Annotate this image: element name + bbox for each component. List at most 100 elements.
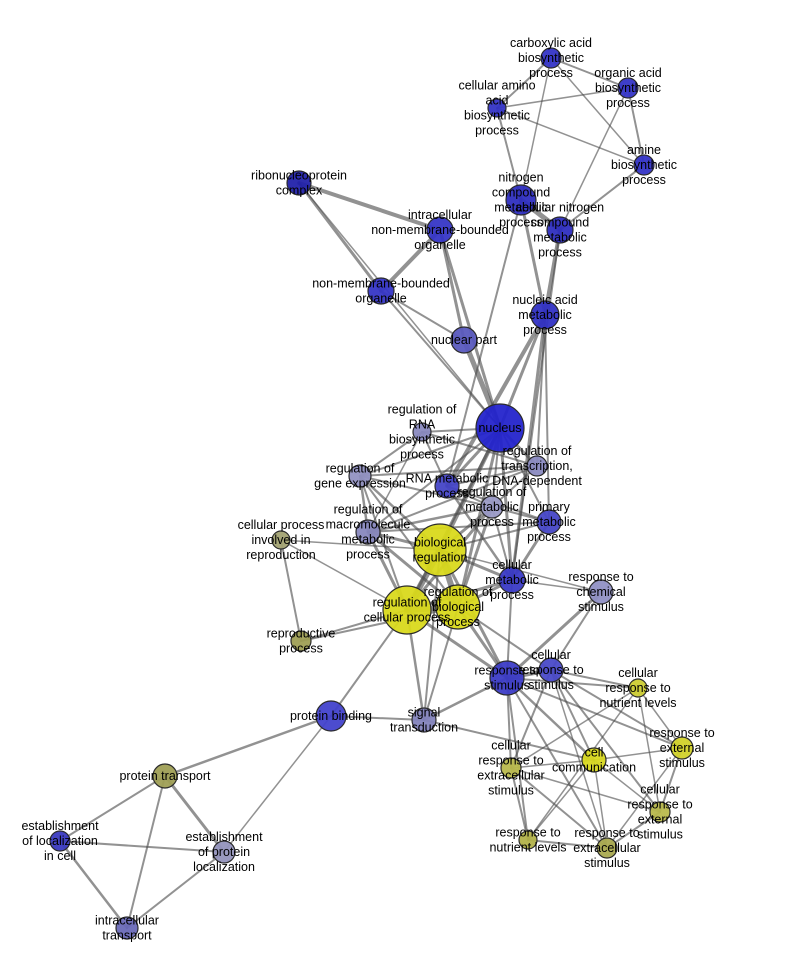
- node-label-respExt: response to: [649, 726, 714, 740]
- graph-edge-rnpC-nucleus: [298, 182, 501, 429]
- graph-node-respNutr[interactable]: [518, 830, 538, 850]
- graph-node-oaBP[interactable]: [617, 77, 639, 99]
- graph-node-estProtLoc[interactable]: [212, 840, 236, 864]
- graph-edge-oaBP-amBP: [627, 87, 645, 166]
- graph-node-sigTrans[interactable]: [411, 707, 437, 733]
- node-label-regGE: regulation of: [326, 462, 395, 476]
- graph-node-inmbO[interactable]: [426, 216, 454, 244]
- graph-node-ncMP[interactable]: [505, 184, 537, 216]
- graph-node-protTrans[interactable]: [152, 763, 178, 789]
- node-label-estLocCell: of localization: [22, 834, 98, 848]
- graph-node-cellRespExtra[interactable]: [500, 757, 522, 779]
- node-label-sigTrans: transduction: [390, 721, 458, 735]
- graph-node-respExtra[interactable]: [596, 837, 618, 859]
- graph-node-rnaMP[interactable]: [434, 473, 460, 499]
- node-label-cellMP: process: [490, 588, 534, 602]
- graph-node-regBP[interactable]: [435, 584, 481, 630]
- graph-edge-cellRespExtra-respNutr: [510, 767, 529, 841]
- graph-node-regMacroMP[interactable]: [355, 519, 381, 545]
- node-label-respStim: response to: [474, 664, 539, 678]
- edges-layer: [58, 57, 683, 930]
- node-label-estProtLoc: of protein: [198, 845, 250, 859]
- graph-edge-respExt-cellComm: [593, 747, 683, 761]
- node-label-cellRespNutr: response to: [605, 681, 670, 695]
- graph-edge-regTxn-rnaMP: [446, 465, 538, 487]
- node-label-regMacroMP: macromolecule: [326, 518, 411, 532]
- node-label-regMP: regulation of: [458, 485, 527, 499]
- node-label-regTxn: transcription,: [501, 459, 573, 473]
- graph-node-caBP[interactable]: [540, 47, 562, 69]
- graph-node-rnpC[interactable]: [286, 170, 312, 196]
- graph-node-intraTrans[interactable]: [115, 916, 139, 940]
- node-label-amBP: amine: [627, 143, 661, 157]
- graph-node-aaBP[interactable]: [487, 98, 507, 118]
- nodes-layer: [49, 47, 694, 940]
- graph-edge-protTrans-estLocCell: [59, 775, 166, 842]
- graph-edge-cellRespStim-cellRespExtern: [550, 669, 661, 813]
- node-label-cellRespExtern: external: [638, 813, 682, 827]
- graph-node-respChem[interactable]: [588, 579, 614, 605]
- graph-node-cellRespNutr[interactable]: [628, 678, 648, 698]
- node-label-respExtra: response to: [574, 826, 639, 840]
- graph-edge-protBind-protTrans: [163, 714, 333, 778]
- node-label-aaBP: process: [475, 124, 519, 138]
- graph-edge-cellRespStim-respExt: [550, 669, 683, 749]
- node-label-estProtLoc: localization: [193, 860, 255, 874]
- node-label-caBP: biosynthetic: [518, 51, 584, 65]
- graph-edge-nucleus-regGE: [359, 427, 501, 477]
- graph-edge-regGE-regMP: [359, 475, 493, 508]
- graph-node-priMP[interactable]: [536, 509, 562, 535]
- graph-node-nucleus[interactable]: [475, 403, 525, 453]
- graph-edge-respChem-cellRespStim: [550, 591, 602, 671]
- node-label-bioReg: regulation: [413, 551, 468, 565]
- graph-node-protBind[interactable]: [315, 700, 347, 732]
- graph-node-regRNAb[interactable]: [412, 422, 432, 442]
- node-label-cellRespExtra: stimulus: [488, 784, 534, 798]
- graph-edge-rnpC-inmbO: [297, 181, 442, 232]
- graph-edge-aaBP-ncMP: [496, 107, 522, 201]
- graph-edge-cellRespStim-cellComm: [550, 669, 595, 761]
- node-label-caBP: carboxylic acid: [510, 36, 592, 50]
- node-label-cnMP: process: [538, 246, 582, 260]
- node-label-amBP: process: [622, 173, 666, 187]
- graph-node-respStim[interactable]: [489, 660, 525, 696]
- node-label-ncMP: compound: [492, 186, 550, 200]
- graph-node-bioReg[interactable]: [413, 523, 467, 577]
- graph-edge-cellRespStim-cellRespNutr: [550, 669, 639, 689]
- graph-node-cpReprod[interactable]: [271, 530, 291, 550]
- node-label-regMacroMP: process: [346, 548, 390, 562]
- graph-node-regTxn[interactable]: [526, 455, 548, 477]
- graph-node-regMP[interactable]: [480, 495, 504, 519]
- graph-node-amBP[interactable]: [633, 154, 655, 176]
- graph-node-cellComm[interactable]: [581, 747, 607, 773]
- graph-node-cnMP[interactable]: [546, 216, 574, 244]
- graph-node-reprodP[interactable]: [290, 630, 312, 652]
- node-label-regRNAb: regulation of: [388, 403, 457, 417]
- graph-node-regCP[interactable]: [382, 585, 432, 635]
- node-label-cnMP: metabolic: [533, 231, 587, 245]
- node-label-regMacroMP: metabolic: [341, 533, 395, 547]
- node-label-aaBP: acid: [486, 94, 509, 108]
- graph-node-cellRespExtern[interactable]: [649, 801, 671, 823]
- graph-node-cellRespStim[interactable]: [538, 657, 564, 683]
- graph-node-cellMP[interactable]: [498, 566, 526, 594]
- graph-node-nmbO[interactable]: [367, 277, 395, 305]
- node-label-oaBP: process: [606, 96, 650, 110]
- graph-edge-aaBP-amBP: [496, 107, 645, 166]
- graph-node-estLocCell[interactable]: [49, 830, 71, 852]
- graph-node-regGE[interactable]: [348, 464, 372, 488]
- graph-edge-cellRespNutr-cellRespExtra: [510, 687, 639, 769]
- node-label-rnaMP: process: [425, 487, 469, 501]
- graph-node-respExt[interactable]: [670, 736, 694, 760]
- graph-edge-caBP-ncMP: [520, 57, 552, 201]
- node-label-regMacroMP: regulation of: [334, 503, 403, 517]
- node-label-regMP: process: [470, 515, 514, 529]
- graph-node-nucPart[interactable]: [450, 326, 478, 354]
- node-label-naMP: process: [523, 323, 567, 337]
- node-label-ncMP: nitrogen: [498, 171, 543, 185]
- graph-node-naMP[interactable]: [530, 300, 560, 330]
- node-label-cellRespExtern: stimulus: [637, 828, 683, 842]
- graph-edge-respExt-respExtra: [606, 747, 683, 849]
